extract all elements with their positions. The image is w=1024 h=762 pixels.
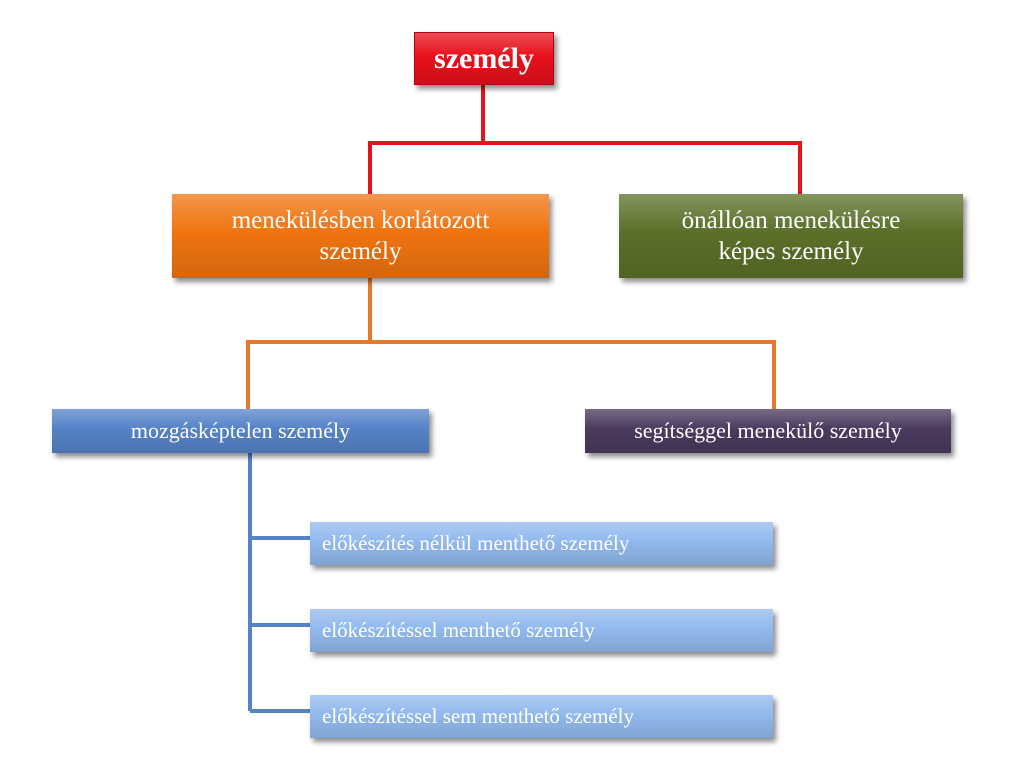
connector-limited-to-assisted [370,340,776,409]
connector-root-to-level1 [368,85,485,194]
leaf-2-label: előkészítéssel menthető személy [322,618,595,643]
node-immobile-label: mozgásképtelen személy [130,418,351,444]
node-elokeszitessel-mentheto: előkészítéssel menthető személy [310,609,773,652]
leaf-1-label: előkészítés nélkül menthető személy [322,531,630,556]
node-mozgaskeptelen: mozgásképtelen személy [52,409,429,453]
node-szemely: személy [414,32,554,85]
node-self-line1: önállóan menekülésre [681,206,901,234]
node-onalloan-menekulesre-kepes: önállóan menekülésre képes személy [619,194,963,278]
leaf-3-label: előkészítéssel sem menthető személy [322,704,634,729]
node-szemely-label: személy [434,41,534,75]
node-menekulesben-korlatozott: menekülésben korlátozott személy [172,194,549,278]
node-elokeszites-nelkul-mentheto: előkészítés nélkül menthető személy [310,522,773,565]
connector-root-to-self [483,141,802,194]
node-elokeszitessel-sem-mentheto: előkészítéssel sem menthető személy [310,695,773,738]
node-assisted-label: segítséggel menekülő személy [634,418,902,444]
node-limited-line2: személy [319,238,402,265]
connector-limited-to-immobile [246,278,372,409]
node-limited-line1: menekülésben korlátozott [231,206,490,234]
node-self-line2: képes személy [718,238,864,265]
node-segitseggel-menekulo: segítséggel menekülő személy [585,409,951,453]
